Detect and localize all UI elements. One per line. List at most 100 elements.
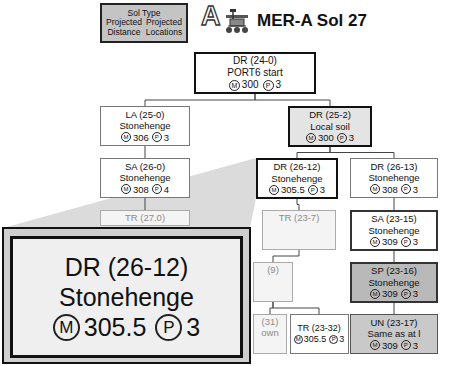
zoom-frame bbox=[3, 228, 250, 363]
sol-label: DR (25-2) bbox=[309, 109, 351, 120]
symbol-letter: P bbox=[337, 133, 347, 143]
symbol-letter: P bbox=[401, 184, 411, 194]
sol-box: TR (27.0) bbox=[100, 210, 190, 226]
diagram-title: MER-A Sol 27 bbox=[257, 11, 367, 31]
key-box: Sol TypeProjected DistanceProjected Loca… bbox=[100, 3, 188, 43]
sol-box: (9) bbox=[253, 262, 293, 302]
distance-value: 300 bbox=[242, 79, 259, 91]
location-count: 3 bbox=[349, 132, 354, 143]
location-name: Stonehenge bbox=[368, 277, 419, 288]
sol-label: DR (24-0) bbox=[233, 55, 277, 67]
tree-connector bbox=[394, 251, 395, 262]
location-count: 3 bbox=[413, 236, 418, 247]
sol-box: DR (26-12)StonehengeM305.5P3 bbox=[256, 158, 338, 199]
location-name: Same as at l bbox=[368, 328, 421, 339]
tree-connector bbox=[273, 302, 319, 314]
tree-connector bbox=[255, 94, 330, 106]
tree-connector bbox=[297, 147, 330, 158]
symbol-letter: M bbox=[370, 237, 380, 247]
tree-connector bbox=[273, 250, 299, 262]
location-name: Stonehenge bbox=[368, 225, 419, 236]
location-count: 3 bbox=[164, 132, 169, 143]
location-name: PORT6 start bbox=[227, 67, 282, 79]
location-count: 3 bbox=[339, 334, 344, 345]
location-count: 3 bbox=[413, 288, 418, 299]
rover-icon bbox=[226, 9, 248, 33]
symbol-letter: M bbox=[370, 289, 380, 299]
location-name: Stonehenge bbox=[368, 172, 419, 183]
location-count: 4 bbox=[164, 184, 169, 195]
sol-box: DR (24-0)PORT6 startM300 P3 bbox=[194, 52, 316, 94]
sol-box: SA (26-0)StonehengeM308P4 bbox=[100, 158, 190, 198]
sol-label: DR (26-13) bbox=[371, 161, 418, 172]
distance-value: 305.5 bbox=[304, 334, 327, 345]
symbol-letter: M bbox=[269, 185, 279, 195]
sol-box: SP (23-16)StonehengeM309P3 bbox=[350, 262, 438, 303]
symbol-letter: P bbox=[263, 80, 274, 91]
sol-box: DR (25-2)Local soilM300P3 bbox=[288, 106, 372, 147]
symbol-letter: M bbox=[121, 132, 131, 142]
symbol-letter: P bbox=[401, 237, 411, 247]
tree-connector bbox=[394, 198, 395, 210]
sol-box: DR (26-13)StonehengeM308P3 bbox=[350, 158, 438, 198]
symbol-letter: M bbox=[53, 314, 80, 341]
tree-connector bbox=[394, 303, 395, 314]
sol-label: SP (23-16) bbox=[371, 265, 417, 276]
location-name: Stonehenge bbox=[119, 172, 170, 183]
sol-box: SA (23-15)StonehengeM309P3 bbox=[350, 210, 438, 251]
symbol-letter: M bbox=[294, 335, 303, 344]
sol-box: TR (23-32)M305.5P3 bbox=[290, 314, 349, 354]
tree-connector bbox=[145, 198, 146, 210]
tree-connector bbox=[145, 94, 255, 106]
sol-label: (9) bbox=[267, 264, 279, 275]
key-column: Projected Locations bbox=[144, 18, 184, 38]
symbol-letter: P bbox=[308, 185, 318, 195]
sol-label: TR (23-32) bbox=[297, 323, 341, 334]
distance-value: 308 bbox=[382, 184, 398, 195]
key-column: Projected Distance bbox=[104, 18, 144, 38]
sol-label: TR (23-7) bbox=[279, 212, 320, 223]
sol-label: SA (26-0) bbox=[125, 161, 165, 172]
symbol-letter: P bbox=[401, 340, 411, 350]
location-name: Stonehenge bbox=[119, 120, 170, 131]
sol-box: UN (23-17)Same as at lM309P3 bbox=[350, 314, 438, 354]
sol-box: TR (23-7) bbox=[262, 210, 336, 250]
symbol-letter: P bbox=[152, 132, 162, 142]
mission-logo-letter: A bbox=[201, 3, 221, 30]
symbol-letter: M bbox=[229, 80, 240, 91]
symbol-letter: P bbox=[155, 314, 182, 341]
location-name: own bbox=[261, 327, 278, 338]
distance-value: 300 bbox=[318, 132, 334, 143]
tree-connector bbox=[297, 199, 299, 210]
symbol-letter: P bbox=[329, 335, 338, 344]
location-count: 3 bbox=[276, 79, 282, 91]
location-name: Stonehenge bbox=[59, 282, 194, 312]
location-name: Local soil bbox=[310, 121, 350, 132]
distance-value: 306 bbox=[133, 132, 149, 143]
location-name: Stonehenge bbox=[271, 173, 322, 184]
sol-label: DR (26-12) bbox=[273, 161, 320, 172]
symbol-letter: M bbox=[121, 184, 131, 194]
distance-value: 305.5 bbox=[281, 184, 305, 195]
tree-connector bbox=[145, 146, 146, 158]
symbol-letter: M bbox=[306, 133, 316, 143]
symbol-letter: M bbox=[370, 184, 380, 194]
sol-box: (31)own bbox=[253, 314, 287, 354]
symbol-letter: P bbox=[152, 184, 162, 194]
sol-label: SA (23-15) bbox=[371, 213, 416, 224]
sol-label: DR (26-12) bbox=[65, 252, 189, 282]
sol-label: TR (27.0) bbox=[125, 212, 165, 223]
key-heading: Sol Type bbox=[128, 8, 161, 18]
distance-value: 309 bbox=[382, 236, 398, 247]
location-count: 3 bbox=[413, 340, 418, 351]
tree-connector bbox=[330, 147, 394, 158]
location-count: 3 bbox=[186, 312, 200, 342]
location-count: 3 bbox=[413, 184, 418, 195]
zoom-wedge bbox=[3, 158, 256, 228]
symbol-letter: M bbox=[370, 340, 380, 350]
distance-value: 309 bbox=[382, 288, 398, 299]
symbol-letter: P bbox=[401, 289, 411, 299]
zoom-box: DR (26-12)StonehengeM305.5 P3 bbox=[10, 236, 243, 358]
distance-value: 305.5 bbox=[84, 312, 147, 342]
location-count: 3 bbox=[320, 184, 325, 195]
